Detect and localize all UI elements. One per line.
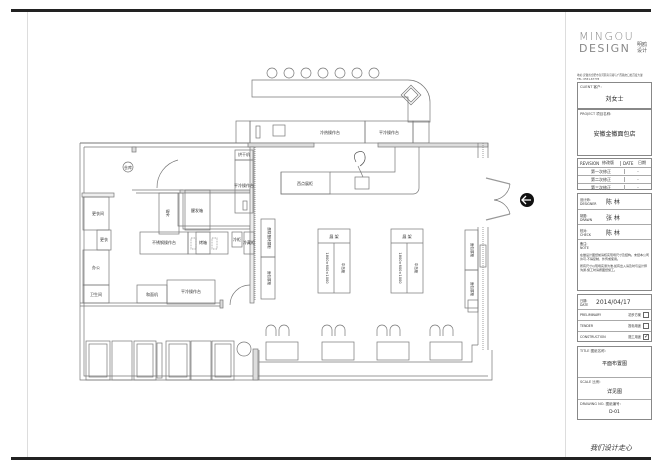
label-proof: 醒发箱 (191, 207, 203, 213)
label-bakery-display: 西点展柜 (297, 180, 313, 186)
logo-cn: 明鸥设计 (637, 42, 648, 54)
drawn-caption: 制图: DRAWN (580, 213, 593, 222)
frame-left-border (27, 12, 28, 457)
designer-value: 陈 林 (606, 199, 620, 206)
label-storage: 仓库 (124, 164, 132, 170)
island-1-header: 展 架 (329, 233, 338, 239)
island-2-header: 展 架 (402, 233, 411, 239)
rev-col-2: 修改版 (602, 160, 614, 165)
island-1-dim: 1800×600×1000 (325, 252, 329, 284)
label-toilet: 卫生间 (90, 291, 102, 297)
stage-preliminary-cn: 初步方案 (628, 313, 641, 317)
frame-top-border (11, 9, 651, 12)
tel-text: TEL: 0551-67778 (577, 77, 600, 81)
check-caption: 校对: CHECK (580, 228, 591, 237)
booth-seating-left (85, 340, 259, 381)
scale-caption: SCALE 比例: (580, 380, 601, 384)
rev-col-3: DATE (620, 160, 636, 166)
logo-design: DESIGN (579, 42, 631, 55)
label-cake-display: 蛋糕慢烤展柜 (267, 227, 272, 249)
label-bread-rack-1: 面包展柜 (267, 271, 272, 286)
rev-col-1: REVISION (580, 160, 600, 166)
logo-mingou: MINGOU (579, 30, 635, 43)
label-office: 办公 (92, 264, 100, 270)
label-chiller: 冷藏柜 (243, 239, 255, 245)
island-display-1 (317, 228, 351, 294)
project-box: PROJECT 项目名称: 安徽金徽面包店 (577, 109, 652, 156)
island-display-2 (390, 228, 424, 294)
note-2: 所有尺寸以现场实测为准,如有出入请及时与设计师沟通,施工时请按图纸施工。 (580, 264, 647, 272)
label-cold-prep: 冷热操作台 (320, 129, 340, 135)
revision-table: REVISION 修改版 DATE 日期 第一次修正 - 第二次修正 - 第三次修正… (577, 158, 652, 190)
drawing-no-caption: DRAWING NO. 图纸编号: (580, 402, 621, 406)
note-1: 在做设计图纸前请核实现场尺寸及结构。未经本公司许可,不得复制、外传或使用。 (580, 253, 650, 261)
label-locker: 更衣 (100, 236, 108, 242)
bar-counter (251, 79, 431, 123)
revision-3: 第三次修正 (591, 184, 611, 190)
label-oven: 烤箱 (199, 239, 207, 245)
label-bread-rack-2: 面包展柜 (470, 243, 475, 258)
stage-tender-checkbox[interactable] (643, 323, 649, 329)
booth-tables-right (265, 324, 463, 361)
label-flat-table: 平冷操作台 (234, 182, 254, 188)
staff-table: 设计师: DESIGNER 陈 林 制图: DRAWN 张 林 校对: CHEC… (577, 193, 652, 291)
address-text: 地址:安徽省合肥市包河区南京路与广西路交口处百度大厦 (577, 74, 643, 77)
designer-caption: 设计师: DESIGNER (580, 198, 597, 206)
note-caption: 备注: NOTE (580, 242, 589, 250)
revision-2-date: - (624, 177, 651, 182)
revision-2: 第二次修正 (591, 176, 611, 182)
label-cool-prep: 平冷操作台 (379, 129, 399, 135)
check-value: 陈 林 (606, 229, 620, 237)
label-bread-rack-3: 面包展柜 (470, 282, 475, 297)
stage-construction: CONSTRUCTION (580, 335, 606, 339)
date-value: 2014/04/17 (596, 298, 631, 306)
client-value: 刘女士 (605, 96, 624, 103)
revision-3-date: - (624, 185, 651, 190)
label-prep-bench: 平冷操作台 (181, 288, 201, 294)
island-2-label: 中岛柜 (414, 263, 419, 274)
label-rest-room: 更衣间 (92, 210, 104, 216)
date-stage-table: 日期: DATE 2014/04/17 PRELIMINARY 初步方案 TEN… (577, 294, 652, 342)
scale-value: 详见图 (606, 389, 622, 395)
company-address: 地址:安徽省合肥市包河区南京路与广西路交口处百度大厦 TEL: 0551-677… (577, 74, 655, 81)
frame-bottom-border (11, 457, 651, 460)
island-1-label: 中岛柜 (341, 263, 346, 274)
label-dryer: 烘干机 (238, 151, 250, 157)
bar-stools (266, 67, 380, 79)
stage-preliminary-checkbox[interactable] (643, 312, 649, 318)
stage-construction-cn: 施工用途 (628, 335, 641, 339)
label-mixer: 和面机 (146, 291, 158, 297)
client-box: CLIENT 客户: 刘女士 (577, 82, 652, 109)
client-caption: CLIENT 客户: (580, 85, 602, 89)
title-block-separator (565, 12, 566, 457)
entrance-arrow-icon (520, 193, 534, 207)
label-dough-table: 不锈钢操作台 (152, 239, 176, 245)
stage-preliminary: PRELIMINARY (580, 313, 602, 317)
stage-tender: TENDER (580, 324, 594, 328)
revision-1: 第一次修正 (591, 168, 611, 174)
island-2-dim: 1800×600×1000 (398, 252, 402, 284)
label-freezer: 冰箱 (165, 209, 170, 217)
drawing-no-value: D-01 (609, 410, 620, 415)
date-caption: 日期: DATE (580, 298, 589, 307)
drawing-title: 平面布置图 (601, 361, 627, 367)
project-caption: PROJECT 项目名称: (580, 112, 612, 116)
label-fridge: 冷柜 (233, 236, 241, 242)
drawing-info-table: TITLE 图纸名称: 平面布置图 SCALE 比例: 详见图 DRAWING … (577, 346, 652, 420)
rev-col-4: 日期 (638, 160, 646, 165)
title-caption: TITLE 图纸名称: (580, 349, 606, 353)
stage-tender-cn: 投标用途 (628, 324, 641, 328)
project-value: 安徽金徽面包店 (593, 131, 636, 138)
revision-1-date: - (624, 169, 651, 174)
stage-construction-checkbox[interactable]: ✓ (643, 333, 650, 340)
drawn-value: 张 林 (606, 214, 620, 222)
company-slogan: 我们设计走心 (590, 444, 632, 452)
